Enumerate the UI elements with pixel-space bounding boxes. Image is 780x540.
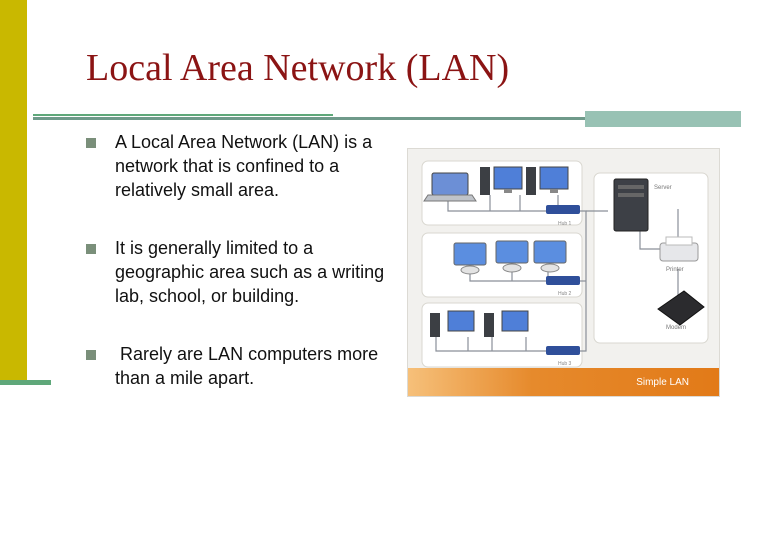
left-accent-gap [27, 0, 51, 384]
imac-computer-icon [495, 240, 529, 273]
bullet-text: It is generally limited to a geographic … [115, 238, 385, 306]
caption-bar [408, 368, 719, 396]
bullet-item: A Local Area Network (LAN) is a network … [86, 130, 406, 202]
square-bullet-icon [86, 138, 96, 148]
lan-diagram-svg: Hub 1 Hub 2 Hub 3 [421, 160, 709, 368]
desktop-computer-icon [430, 310, 475, 337]
hub-label: Hub 2 [558, 291, 572, 297]
hub-icon [546, 205, 580, 214]
desktop-computer-icon [526, 166, 569, 195]
bullet-list: A Local Area Network (LAN) is a network … [86, 130, 406, 424]
bullet-item: It is generally limited to a geographic … [86, 236, 406, 308]
bullet-text: A Local Area Network (LAN) is a network … [115, 132, 373, 200]
desktop-computer-icon [484, 310, 529, 337]
figure-caption: Simple LAN [636, 377, 689, 388]
bullet-text: Rarely are LAN computers more than a mil… [115, 344, 384, 388]
laptop-icon [423, 172, 477, 202]
left-accent-bar [0, 0, 27, 384]
simple-lan-diagram: Hub 1 Hub 2 Hub 3 [407, 148, 720, 397]
imac-computer-icon [453, 242, 487, 275]
hub-label: Hub 1 [558, 221, 572, 227]
modem-icon [657, 290, 705, 326]
slide-title: Local Area Network (LAN) [86, 47, 510, 89]
left-accent-foot [0, 380, 51, 385]
printer-label: Printer [666, 267, 684, 273]
title-underline [33, 117, 741, 120]
square-bullet-icon [86, 350, 96, 360]
server-icon [613, 178, 649, 232]
desktop-computer-icon [480, 166, 523, 195]
server-label: Server [654, 185, 672, 191]
title-underline-short [33, 114, 333, 116]
hub-icon [546, 276, 580, 285]
imac-computer-icon [533, 240, 567, 273]
title-underline-accent [585, 111, 741, 127]
hub-label: Hub 3 [558, 361, 572, 367]
modem-label: Modem [666, 325, 686, 331]
hub-icon [546, 346, 580, 355]
printer-icon [659, 236, 699, 262]
square-bullet-icon [86, 244, 96, 254]
bullet-item: Rarely are LAN computers more than a mil… [86, 342, 406, 390]
